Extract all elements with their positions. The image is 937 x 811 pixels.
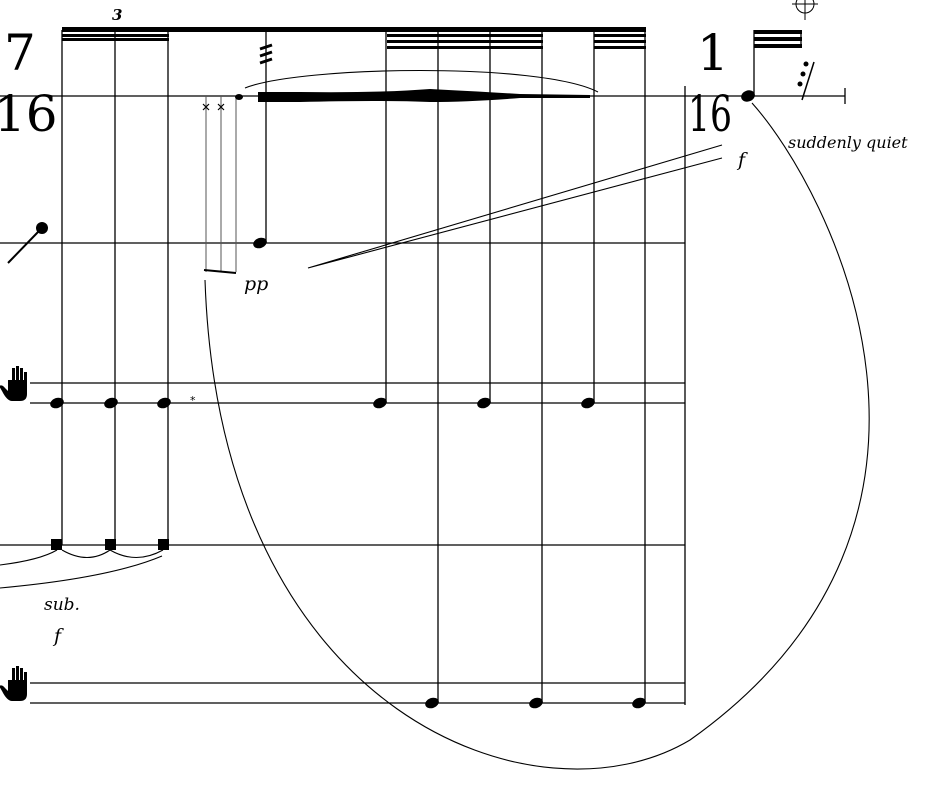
x-notehead [202,103,210,111]
notehead [529,697,543,709]
notehead [741,90,755,102]
noteheads [50,90,755,709]
sustain-bar [258,89,590,102]
time-sig-denominator-2: 16 [688,85,732,143]
hand-icon [0,666,27,701]
asterisk-mark: * [190,394,196,407]
slur-left [0,549,58,566]
dynamic-f-lower: f [52,625,64,647]
notehead [157,397,171,409]
square-notehead [51,539,62,550]
square-notehead [105,539,116,550]
rest-icon [797,61,815,101]
notehead [50,397,64,409]
slur-long [0,555,163,589]
beam-group-3b [594,40,646,43]
notehead [373,397,387,409]
staff-lines [0,86,846,705]
dynamic-f: f [736,149,748,171]
beam-last-c [754,44,802,48]
notehead [425,697,439,709]
mallet-icon [36,222,48,234]
expression-text: suddenly quiet [788,133,908,152]
grace-stems [203,96,237,274]
hairpin [307,144,723,269]
beam-group-3c [594,46,646,49]
beam-last-a [754,30,802,34]
beams [62,27,802,49]
time-sig-numerator: 7 [4,24,36,82]
notehead [235,94,243,100]
notehead [477,397,491,409]
x-noteheads [202,103,225,111]
loop-line [204,102,870,770]
grace-beam [203,269,237,274]
tuplet-number: 3 [112,6,122,24]
hand-icon [0,366,27,401]
x-notehead [217,103,225,111]
slur [244,69,599,93]
beam-last-b [754,37,802,41]
square-notehead [158,539,169,550]
beam-group-3a [594,34,646,37]
slurs [0,69,870,770]
time-sig-denominator: 16 [0,85,58,143]
tremolo-icon [259,43,273,65]
ties [61,549,164,559]
notehead [104,397,118,409]
main-beam [62,27,646,32]
notehead [253,237,267,249]
beam-group-2a [387,34,543,37]
mallet-stick [7,231,39,264]
beam-group-2b [387,40,543,43]
dynamic-sub: sub. [44,595,80,615]
dynamic-pp: pp [244,273,268,295]
beam-group-2c [387,46,543,49]
notehead [632,697,646,709]
crosshair-icon [792,0,818,20]
notehead [581,397,595,409]
time-sig-numerator-2: 1 [697,24,729,82]
